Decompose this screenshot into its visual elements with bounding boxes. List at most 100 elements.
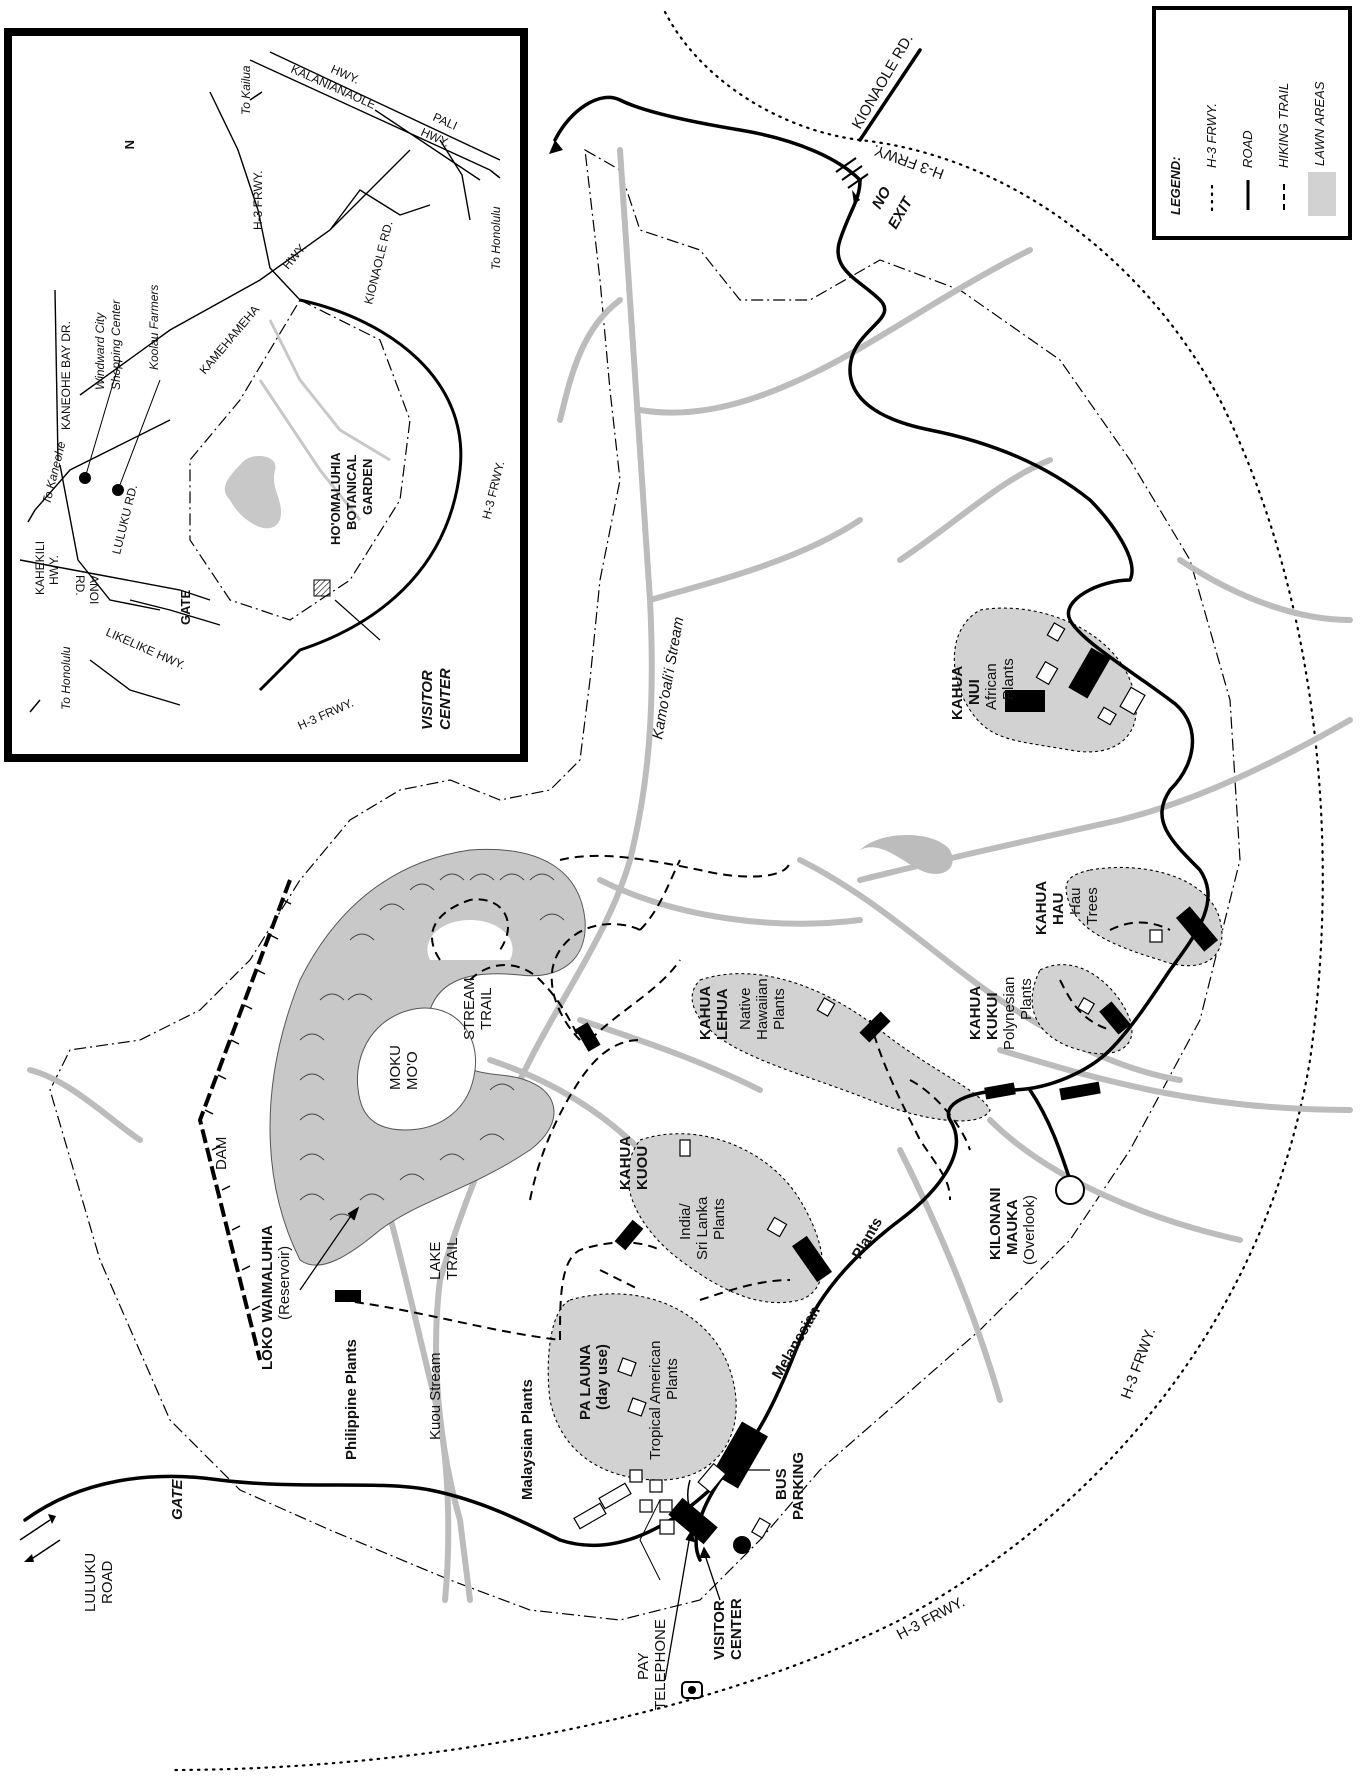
inset-kaneohe-bay: KANEOHE BAY DR.: [59, 321, 73, 430]
inset-h3-north: [209, 91, 301, 301]
legend-item-trail: HIKING TRAIL: [1276, 83, 1291, 168]
label-hau-1: Hau: [1067, 887, 1084, 915]
inset-visitor-1: VISITOR: [419, 670, 436, 730]
building-kahua-lehua: [859, 1011, 891, 1043]
inset-map: N To Kailua H-3 FRWY. KALANIANAOLE HWY. …: [4, 28, 528, 762]
label-melanesian-2: Plants: [849, 1215, 886, 1262]
label-loko-2: (Reservoir): [276, 1246, 293, 1320]
kilonani-overlook-icon: [1055, 1175, 1085, 1205]
label-kahua-kukui-2: KUKUI: [984, 993, 1001, 1041]
legend-item-lawn: LAWN AREAS: [1312, 81, 1327, 166]
inset-to-honolulu-bottom-1: To Honolulu: [59, 646, 73, 710]
label-h3-frwy-right: H-3 FRWY.: [1118, 1326, 1159, 1402]
label-kahua-kuou-2: KUOU: [634, 1146, 651, 1190]
telephone-icon: [681, 1681, 703, 1699]
label-kahua-lehua-2: LEHUA: [714, 988, 731, 1040]
inset-frame: [4, 28, 528, 762]
building-visitor-center: [668, 1497, 718, 1545]
label-lake-trail-2: TRAIL: [444, 1237, 461, 1280]
dam: [197, 879, 292, 1361]
visitor-pointer: [704, 1554, 721, 1601]
moku-moo-island: [356, 1007, 477, 1131]
label-kahua-nui-1: KAHUA: [949, 666, 966, 720]
label-kahua-kukui-1: KAHUA: [967, 986, 984, 1040]
label-kilonani-3: (Overlook): [1021, 1195, 1038, 1265]
label-luluku-2: ROAD: [99, 1560, 116, 1604]
phone-pointer: [664, 1534, 691, 1681]
inset-reservoir: [224, 455, 282, 529]
label-native-2: Hawaiian: [754, 978, 771, 1040]
inset-garden-2: BOTANICAL: [344, 454, 359, 530]
building-philippine: [335, 1290, 361, 1302]
kuou-stream: [377, 1177, 452, 1603]
inset-arrow-honolulu2-icon: [29, 699, 41, 713]
inset-likelike: [89, 659, 181, 706]
label-melanesian-1: Melanesian: [769, 1303, 824, 1382]
inset-garden-3: GARDEN: [360, 459, 375, 515]
label-bus-1: BUS: [773, 1468, 790, 1500]
label-moku-1: MOKU: [387, 1045, 404, 1090]
inset-anoi-1: ANOI: [87, 575, 101, 604]
inset-koolau: Koolau Farmers: [147, 285, 161, 370]
building-bus-parking: [697, 1462, 727, 1494]
inset-kalanianaole: [249, 59, 491, 171]
inset-visitor-center-icon: [313, 579, 331, 597]
building-pa-launa: [712, 1421, 768, 1489]
label-h3-frwy-bottom: H-3 FRWY.: [894, 1594, 968, 1644]
gate-arrow-in-icon: [19, 1519, 51, 1541]
reservoir-pointer: [299, 1209, 356, 1291]
label-kahua-lehua-1: KAHUA: [697, 986, 714, 1040]
legend: LEGEND: H-3 FRWY. ROAD HIKING TRAIL LAWN…: [1152, 6, 1352, 240]
arrow-north-icon: [549, 140, 563, 154]
label-lake-trail-1: LAKE: [427, 1242, 444, 1280]
label-kamooalii: Kamo'oali'i Stream: [649, 616, 687, 741]
inset-gate: GATE: [178, 590, 193, 625]
legend-item-road: ROAD: [1240, 130, 1255, 168]
label-h3-frwy-top: H-3 FRWY.: [871, 141, 947, 182]
label-visitor-1: VISITOR: [711, 1600, 728, 1660]
building-kahua-nui-2: [1068, 647, 1111, 699]
label-philippine: Philippine Plants: [343, 1339, 360, 1460]
label-native-3: Plants: [771, 988, 788, 1030]
label-tropical-1: Tropical American: [647, 1341, 664, 1461]
inset-arrow-kailua-icon: [249, 91, 263, 101]
inset-kahekili-2: HWY.: [47, 555, 61, 585]
inset-h3-frwy: H-3 FRWY.: [251, 170, 265, 230]
label-pay-1: PAY: [635, 1652, 652, 1680]
label-kilonani-1: KILONANI: [987, 1188, 1004, 1261]
label-pay-2: TELEPHONE: [652, 1619, 669, 1710]
label-loko-1: LOKO WAIMALUHIA: [259, 1225, 276, 1370]
label-pa-launa-1: PA LAUNA: [577, 1344, 594, 1420]
buildings: [335, 622, 1219, 1581]
label-moku-2: MO'O: [404, 1051, 421, 1090]
inset-garden-1: HO'OMALUHIA: [328, 452, 343, 545]
building-melanesian: [792, 1235, 832, 1283]
label-luluku-1: LULUKU: [82, 1553, 99, 1612]
label-no-exit-1: NO: [869, 184, 895, 212]
label-kionaole-rd: KIONAOLE RD.: [849, 31, 917, 132]
building-kahua-nui-1: [1005, 690, 1045, 712]
label-kilonani-2: MAUKA: [1004, 1199, 1021, 1255]
legend-title: LEGEND:: [1168, 157, 1183, 216]
label-african-1: African: [983, 663, 1000, 710]
label-native-1: Native: [737, 987, 754, 1030]
label-india-2: Sri Lanka: [694, 1196, 711, 1260]
visitor-center-dot-icon: [733, 1536, 751, 1554]
pointer-lines: [299, 1206, 770, 1681]
building-kahua-kukui: [1099, 1001, 1131, 1035]
inset-visitor-2: CENTER: [437, 668, 454, 730]
lawn-pa-launa: [547, 1293, 737, 1481]
label-gate: GATE: [169, 1478, 186, 1520]
label-dam: DAM: [213, 1137, 230, 1170]
label-india-3: Plants: [711, 1198, 728, 1240]
inset-arrow-kaneohe-icon: [27, 509, 36, 523]
building-kahua-hau: [1175, 906, 1219, 952]
inset-h3-loop: [258, 298, 463, 692]
label-bus-2: PARKING: [790, 1452, 807, 1520]
inset-kaneohe-bay: [54, 289, 59, 461]
label-kahua-nui-2: NUI: [966, 679, 983, 705]
label-visitor-2: CENTER: [728, 1598, 745, 1660]
no-exit-barrier-icon: [835, 157, 869, 189]
kionaole-rd: [858, 48, 922, 142]
